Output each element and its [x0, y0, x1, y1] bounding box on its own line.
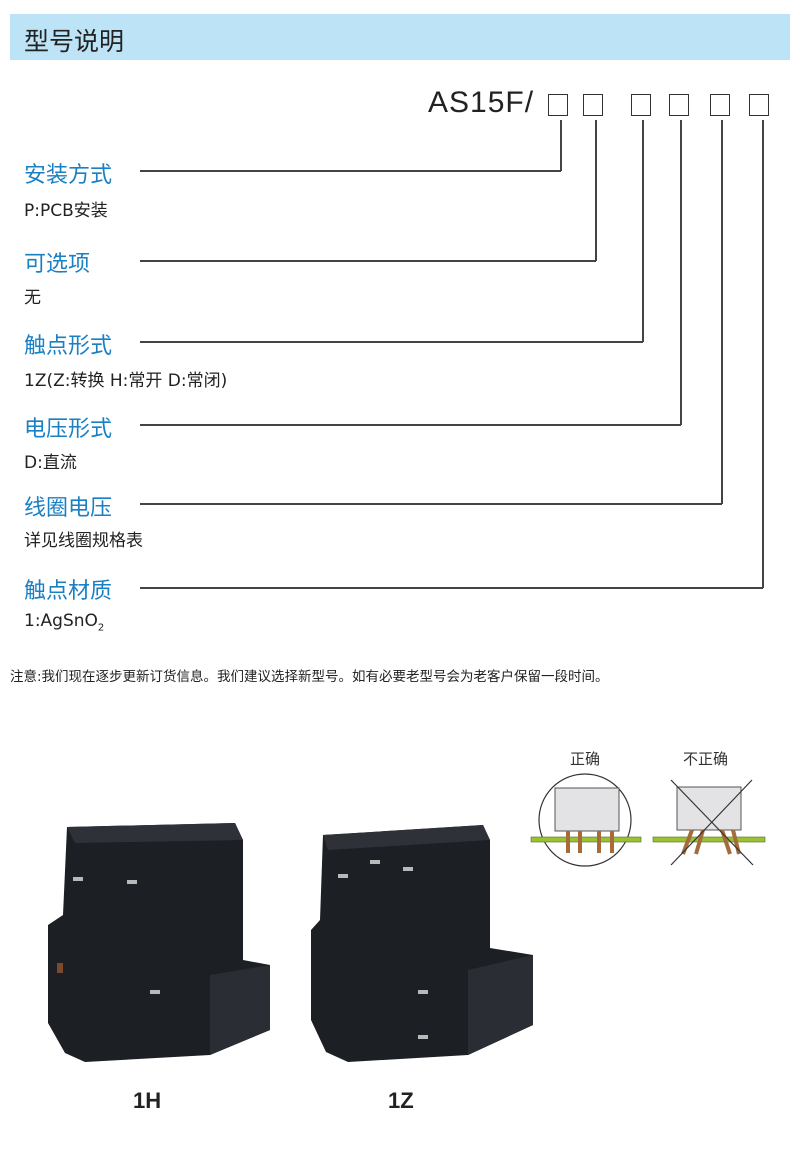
- ordering-note: 注意:我们现在逐步更新订货信息。我们建议选择新型号。如有必要老型号会为老客户保留…: [10, 669, 609, 685]
- field-label-contact-form: 触点形式: [24, 334, 113, 359]
- material-subscript: 2: [97, 622, 105, 634]
- connector-line: [140, 170, 561, 172]
- connector-line: [762, 120, 764, 588]
- connector-line: [140, 341, 643, 343]
- relay-1h-image: [48, 823, 270, 1062]
- field-value-mounting: P:PCB安装: [24, 201, 108, 221]
- incorrect-mounting-illustration: [652, 779, 766, 866]
- product-caption-1z: 1Z: [388, 1088, 414, 1113]
- connector-line: [140, 260, 596, 262]
- field-label-coil-voltage: 线圈电压: [24, 496, 113, 521]
- mounting-diagram: [530, 773, 766, 867]
- connector-line: [642, 120, 644, 342]
- field-label-voltage-type: 电压形式: [24, 417, 113, 442]
- field-value-voltage-type: D:直流: [24, 453, 77, 473]
- connector-line: [140, 424, 681, 426]
- field-value-coil-voltage: 详见线圈规格表: [24, 531, 143, 551]
- code-slot-box: [631, 94, 651, 116]
- connector-line: [140, 503, 722, 505]
- code-slot-box: [583, 94, 603, 116]
- connector-line: [140, 587, 763, 589]
- relay-1z-image: [311, 825, 533, 1062]
- field-value-contact-form: 1Z(Z:转换 H:常开 D:常闭): [24, 371, 228, 391]
- correct-mounting-illustration: [530, 773, 642, 867]
- code-slot-box: [669, 94, 689, 116]
- connector-line: [560, 120, 562, 171]
- code-slot-box: [710, 94, 730, 116]
- connector-line: [595, 120, 597, 261]
- model-code-prefix: AS15F/: [428, 86, 535, 119]
- code-slot-box: [749, 94, 769, 116]
- connector-line: [680, 120, 682, 425]
- material-text: 1:AgSnO: [24, 611, 98, 631]
- product-caption-1h: 1H: [133, 1088, 162, 1113]
- correct-label: 正确: [570, 750, 601, 768]
- field-label-mounting: 安装方式: [24, 163, 113, 188]
- section-title: 型号说明: [24, 27, 125, 56]
- field-label-contact-material: 触点材质: [24, 579, 113, 604]
- field-value-options: 无: [24, 288, 41, 308]
- field-value-contact-material: 1:AgSnO2: [24, 611, 104, 633]
- connector-line: [721, 120, 723, 504]
- code-slot-box: [548, 94, 568, 116]
- section-header: 型号说明: [10, 14, 790, 60]
- incorrect-label: 不正确: [683, 750, 729, 768]
- field-label-options: 可选项: [24, 252, 91, 277]
